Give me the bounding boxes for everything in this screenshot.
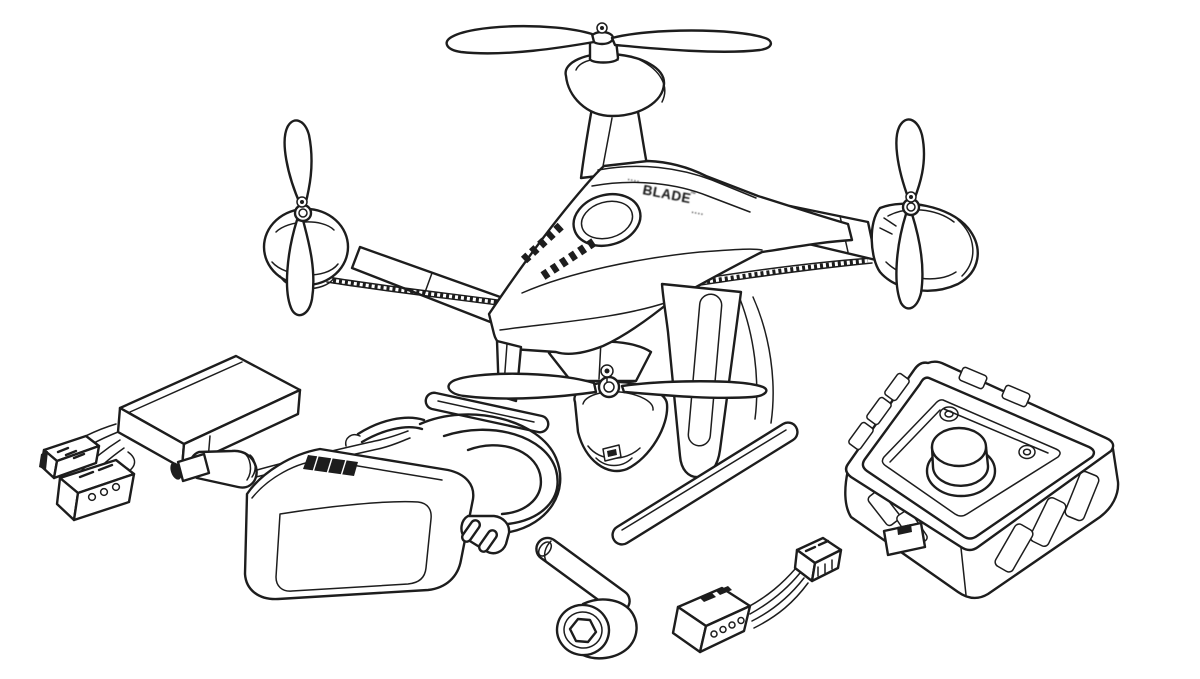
ac-wall-plug xyxy=(460,514,511,555)
flight-battery xyxy=(39,354,302,522)
logo-tm: ™ xyxy=(689,190,697,198)
front-prop-blade-right xyxy=(620,380,768,400)
prop-wrench xyxy=(535,536,638,660)
left-prop-blade-bottom xyxy=(285,218,315,317)
case-screws xyxy=(939,406,1036,460)
right-prop-blade-bottom xyxy=(895,212,924,310)
case-walls xyxy=(844,447,1120,600)
cable-connector-large xyxy=(671,586,752,654)
vent-slats xyxy=(520,219,600,280)
coiled-power-cord xyxy=(344,413,562,540)
top-prop-blade-left xyxy=(445,24,596,55)
top-prop-blade-right xyxy=(610,29,773,53)
logo-marks: ···· xyxy=(691,208,705,219)
cable-connector-small xyxy=(793,536,843,583)
balance-connector xyxy=(55,458,136,522)
canopy: ···· BLADE ™ ···· xyxy=(487,159,854,355)
case-edge-ribs xyxy=(848,366,1031,451)
charger-case xyxy=(844,360,1120,600)
logo-dots: ···· xyxy=(627,175,641,186)
plug-tip xyxy=(170,462,182,480)
case-lid-seam xyxy=(861,376,1096,540)
adapter-cable xyxy=(671,536,843,654)
landing-skid-right xyxy=(611,421,799,546)
case-panel xyxy=(881,399,1061,517)
top-motor-pod xyxy=(564,52,666,118)
landing-skid-left xyxy=(424,391,550,434)
adapter-label xyxy=(275,500,432,592)
cable-wires xyxy=(747,567,809,629)
ac-adapter xyxy=(243,413,562,601)
front-rotor xyxy=(447,364,768,472)
front-prop-blade-left xyxy=(447,372,598,400)
front-motor-pod xyxy=(573,380,669,472)
hex-socket-opening xyxy=(568,617,598,644)
quadcopter-drone: ···· BLADE ™ ···· xyxy=(262,22,979,546)
top-rotor xyxy=(445,22,773,180)
battery-plug xyxy=(39,434,101,480)
left-rotor xyxy=(262,119,350,317)
right-rotor xyxy=(870,118,979,310)
right-prop-blade-top xyxy=(895,118,926,202)
case-front-port xyxy=(882,521,927,557)
case-knob xyxy=(925,426,997,498)
left-prop-blade-top xyxy=(283,119,313,208)
camera-ring xyxy=(572,193,642,247)
